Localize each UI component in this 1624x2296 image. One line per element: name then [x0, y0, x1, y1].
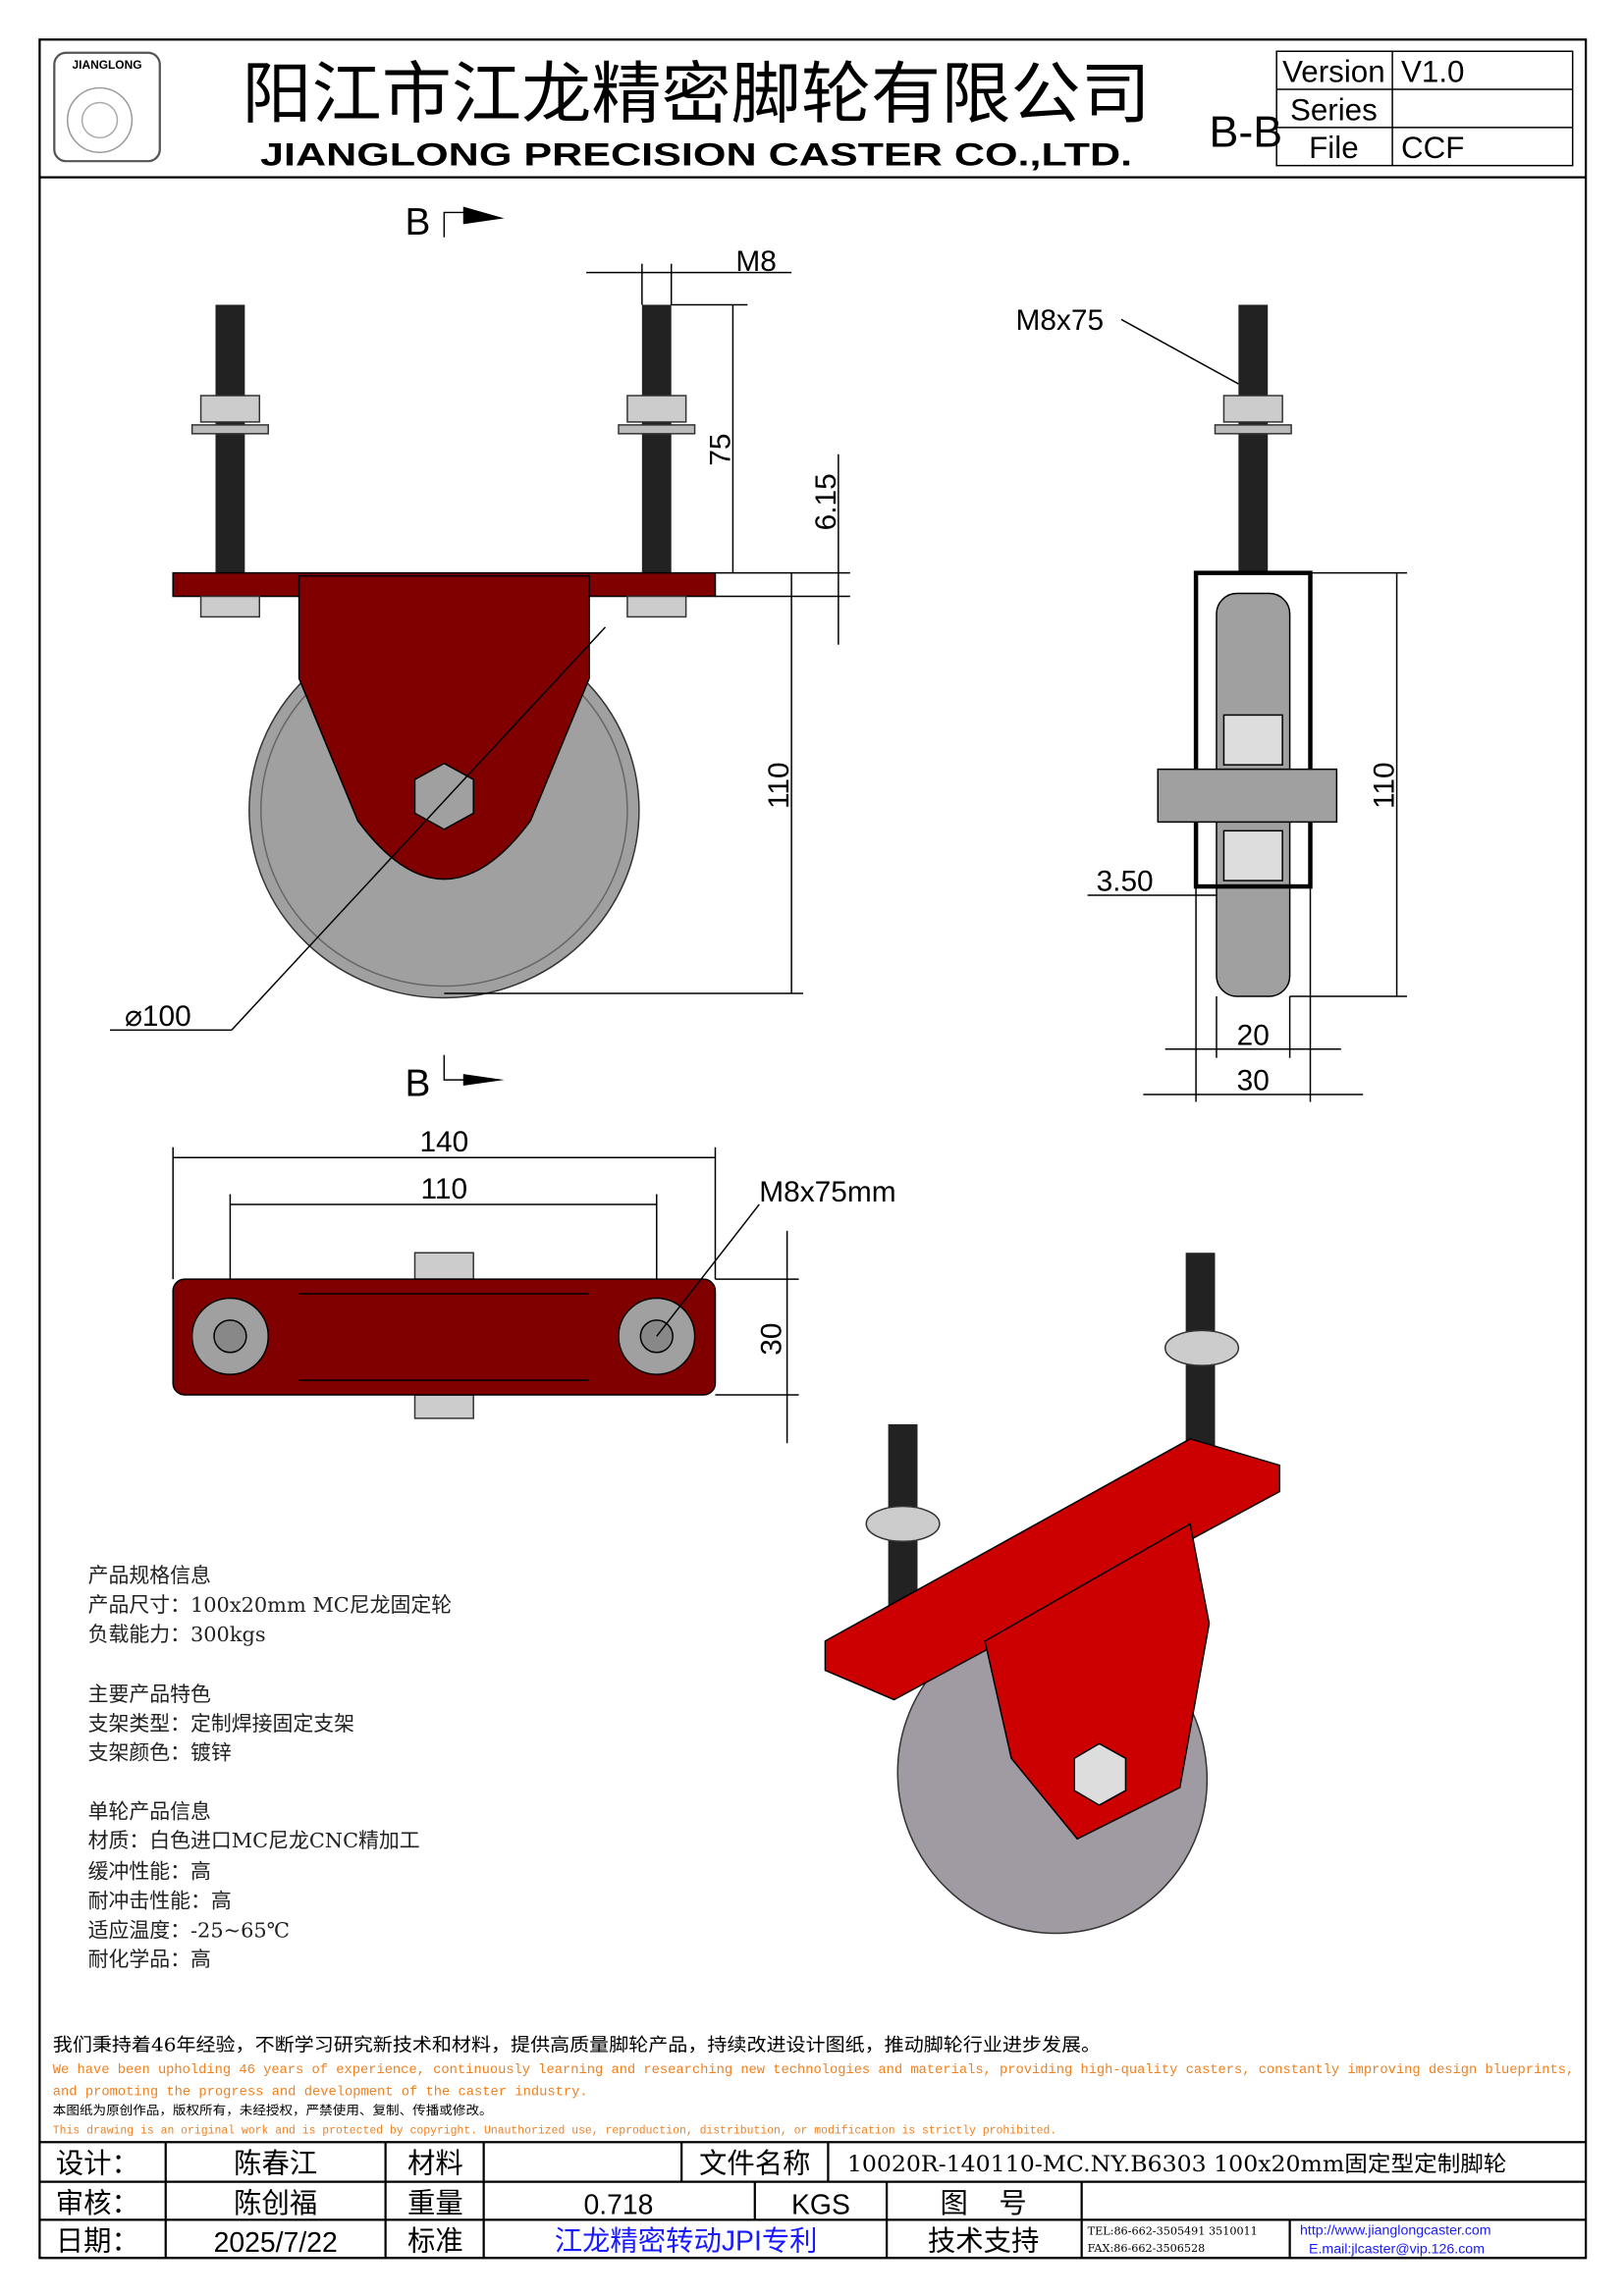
front-view: B ⌀100 M8 75 6.15 110 [110, 201, 850, 1033]
version-table: Version V1.0 Series File CCF [1275, 50, 1574, 167]
svg-text:产品尺寸：100x20mm MC尼龙固定轮: 产品尺寸：100x20mm MC尼龙固定轮 [88, 1593, 453, 1617]
fax: FAX:86-662-3506528 [1088, 2242, 1206, 2255]
date-label: 日期： [56, 2226, 139, 2258]
svg-text:耐冲击性能：高: 耐冲击性能：高 [88, 1889, 232, 1912]
spec-list: 产品规格信息 产品尺寸：100x20mm MC尼龙固定轮 负载能力：300kgs… [88, 1564, 453, 1971]
svg-text:File: File [1309, 131, 1358, 165]
designer: 陈春江 [234, 2149, 317, 2180]
isometric-view [824, 1253, 1280, 1935]
dim-height: 110 [763, 762, 795, 809]
dim-side-height: 110 [1369, 762, 1401, 809]
filename: 10020R-140110-MC.NY.B6303 100x20mm固定型定制脚… [847, 2152, 1507, 2177]
svg-text:This drawing is an original wo: This drawing is an original work and is … [53, 2123, 1056, 2137]
svg-text:本图纸为原创作品，版权所有，未经授权，严禁使用、复制、传播或: 本图纸为原创作品，版权所有，未经授权，严禁使用、复制、传播或修改。 [53, 2103, 493, 2117]
axle-nut [413, 762, 474, 830]
svg-text:V1.0: V1.0 [1401, 55, 1464, 89]
dim-top-bolt: M8x75mm [759, 1176, 895, 1208]
dim-thread: M8 [735, 245, 776, 278]
svg-text:单轮产品信息: 单轮产品信息 [88, 1799, 211, 1823]
review-label: 审核： [56, 2188, 139, 2219]
company-logo: JIANGLONG [53, 51, 161, 163]
section-mark-top: B [406, 201, 431, 243]
svg-text:适应温度：-25~65℃: 适应温度：-25~65℃ [88, 1918, 290, 1942]
svg-text:and promoting the progress and: and promoting the progress and developme… [53, 2085, 588, 2101]
svg-text:缓冲性能：高: 缓冲性能：高 [88, 1860, 211, 1884]
drawing-no-label: 图 号 [941, 2188, 1027, 2219]
standard-value: 江龙精密转动JPI专利 [555, 2226, 818, 2258]
company-name-en: JIANGLONG PRECISION CASTER CO.,LTD. [260, 136, 1132, 173]
dim-offset: 3.50 [1097, 866, 1154, 898]
dim-bracket-width: 30 [1237, 1065, 1270, 1097]
svg-text:负载能力：300kgs: 负载能力：300kgs [88, 1623, 266, 1646]
section-mark-bottom: B [406, 1063, 431, 1105]
svg-text:We have been upholding 46 year: We have been upholding 46 years of exper… [53, 2062, 1574, 2078]
email-link[interactable]: E.mail:jlcaster@vip.126.com [1309, 2242, 1485, 2258]
date-value: 2025/7/22 [214, 2227, 338, 2259]
svg-text:材质：白色进口MC尼龙CNC精加工: 材质：白色进口MC尼龙CNC精加工 [88, 1829, 420, 1852]
dim-overall-length: 140 [419, 1126, 468, 1158]
weight-value: 0.718 [583, 2189, 653, 2220]
bolt [641, 304, 672, 573]
iso-bracket [984, 1522, 1211, 1841]
svg-text:产品规格信息: 产品规格信息 [88, 1564, 211, 1587]
svg-text:CCF: CCF [1401, 131, 1464, 165]
svg-text:Series: Series [1290, 92, 1378, 127]
dim-bolt-length: 75 [704, 433, 736, 465]
weight-label: 重量 [407, 2188, 463, 2219]
svg-text:Version: Version [1282, 55, 1385, 89]
dim-side-bolt: M8x75 [1015, 304, 1104, 337]
support-label: 技术支持 [928, 2226, 1039, 2258]
dim-top-width: 30 [756, 1323, 788, 1356]
design-label: 设计： [56, 2149, 139, 2180]
bracket-section [1193, 570, 1313, 889]
reviewer: 陈创福 [234, 2188, 317, 2219]
plate-top [172, 1278, 717, 1396]
svg-text:主要产品特色: 主要产品特色 [88, 1682, 211, 1706]
side-view: M8x75 110 3.50 20 30 [1015, 304, 1408, 1102]
bolt [215, 304, 245, 573]
title-block [39, 2141, 1587, 2260]
svg-text:支架类型：定制焊接固定支架: 支架类型：定制焊接固定支架 [88, 1712, 354, 1735]
statement: 我们秉持着46年经验，不断学习研究新技术和材料，提供高质量脚轮产品，持续改进设计… [53, 2036, 1574, 2138]
dim-plate-thickness: 6.15 [810, 473, 842, 530]
standard-label: 标准 [407, 2226, 463, 2258]
iso-plate [824, 1437, 1280, 1701]
weight-unit: KGS [791, 2189, 850, 2220]
dim-diameter: ⌀100 [125, 1000, 191, 1033]
svg-text:我们秉持着46年经验，不断学习研究新技术和材料，提供高质量脚: 我们秉持着46年经验，不断学习研究新技术和材料，提供高质量脚轮产品，持续改进设计… [53, 2036, 1101, 2056]
svg-text:JIANGLONG: JIANGLONG [73, 58, 142, 72]
dim-wheel-width: 20 [1237, 1019, 1270, 1051]
section-label: B-B [1210, 107, 1283, 156]
dim-hole-spacing: 110 [421, 1173, 468, 1205]
company-name-cn: 阳江市江龙精密脚轮有限公司 [242, 56, 1150, 132]
filename-label: 文件名称 [699, 2149, 810, 2180]
svg-text:支架颜色：镀锌: 支架颜色：镀锌 [88, 1741, 232, 1765]
material-label: 材料 [407, 2149, 463, 2180]
svg-text:耐化学品：高: 耐化学品：高 [88, 1948, 211, 1971]
top-view: B 140 110 M8x75mm 30 [172, 1054, 896, 1444]
tel: TEL:86-662-3505491 3510011 [1088, 2224, 1258, 2237]
website-link[interactable]: http://www.jianglongcaster.com [1300, 2222, 1491, 2238]
bracket [298, 574, 590, 881]
